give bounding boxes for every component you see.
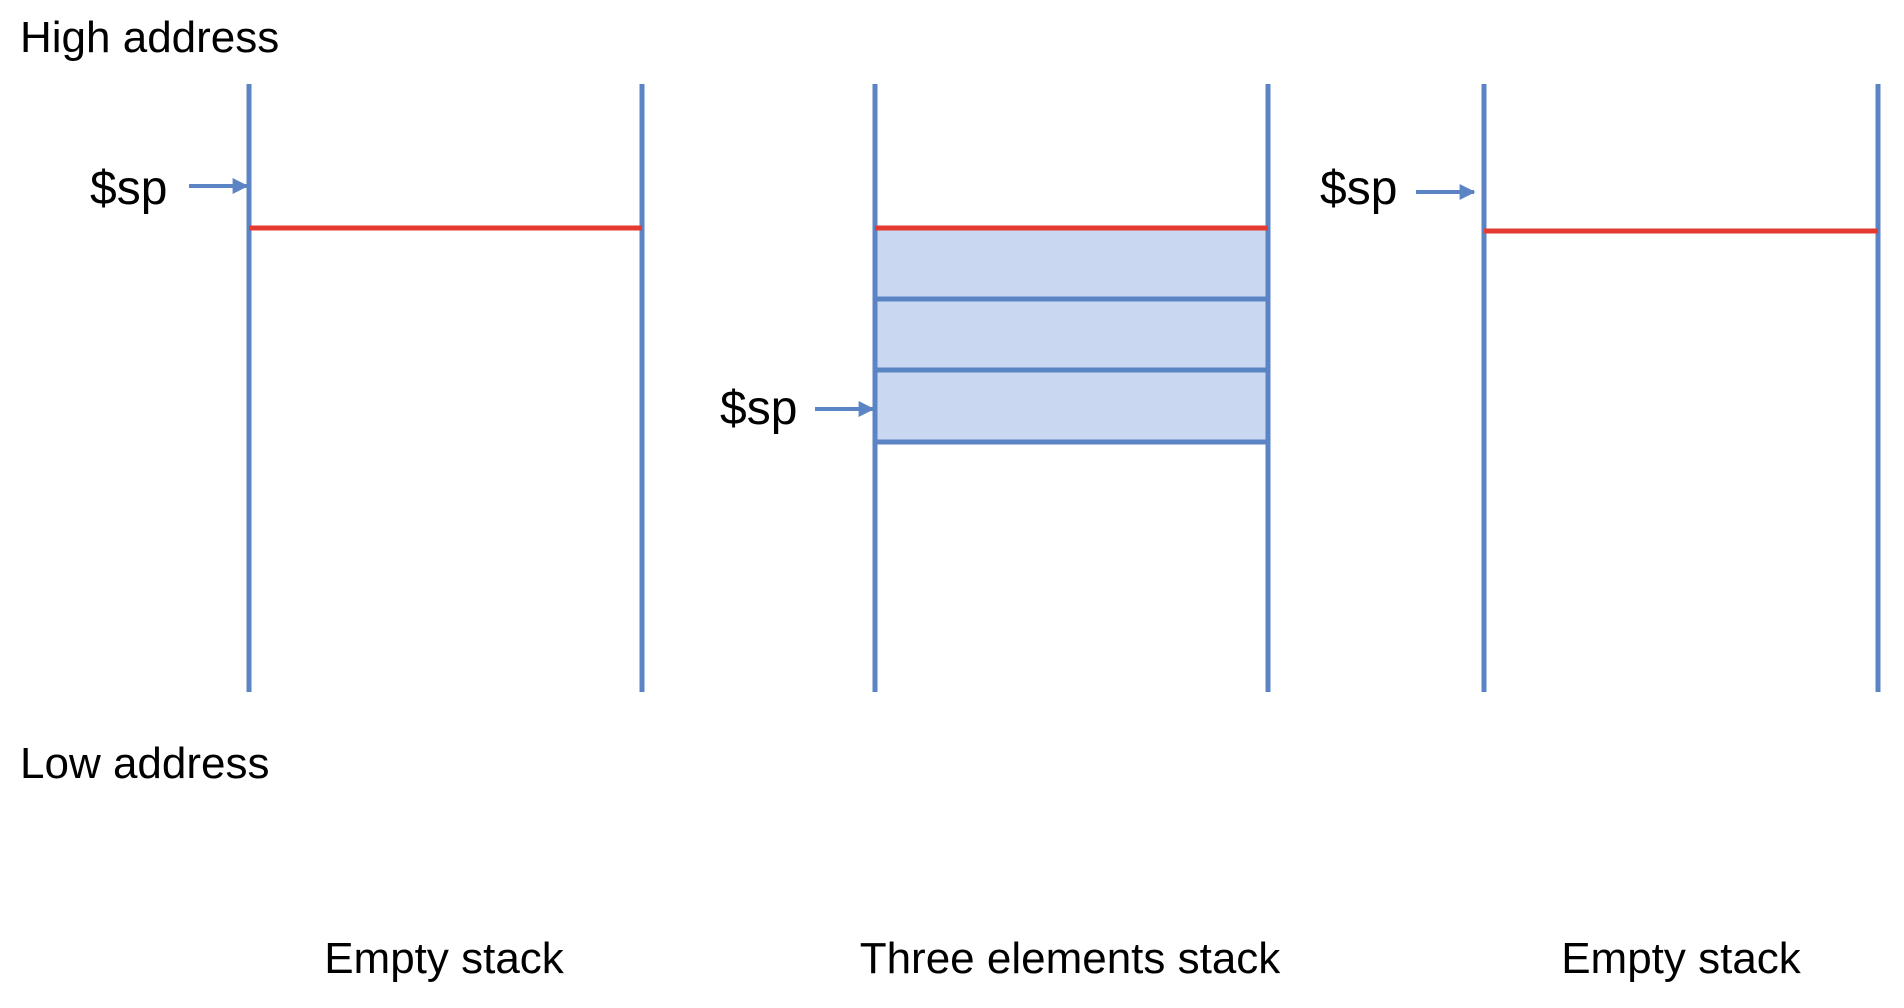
stack-three-elements: $sp Three elements stack (720, 84, 1281, 983)
stack-element (875, 228, 1268, 299)
stack-element (875, 370, 1268, 442)
stack-element (875, 299, 1268, 370)
sp-label: $sp (720, 382, 797, 435)
stack-empty-left: $sp Empty stack (90, 84, 645, 983)
stack-caption: Three elements stack (860, 934, 1282, 983)
stack-caption: Empty stack (1561, 934, 1802, 983)
stack-caption: Empty stack (324, 934, 565, 983)
sp-label: $sp (1320, 162, 1397, 215)
high-address-label: High address (20, 13, 279, 62)
low-address-label: Low address (20, 739, 269, 788)
sp-label: $sp (90, 162, 167, 215)
stack-empty-right: $sp Empty stack (1320, 84, 1881, 983)
